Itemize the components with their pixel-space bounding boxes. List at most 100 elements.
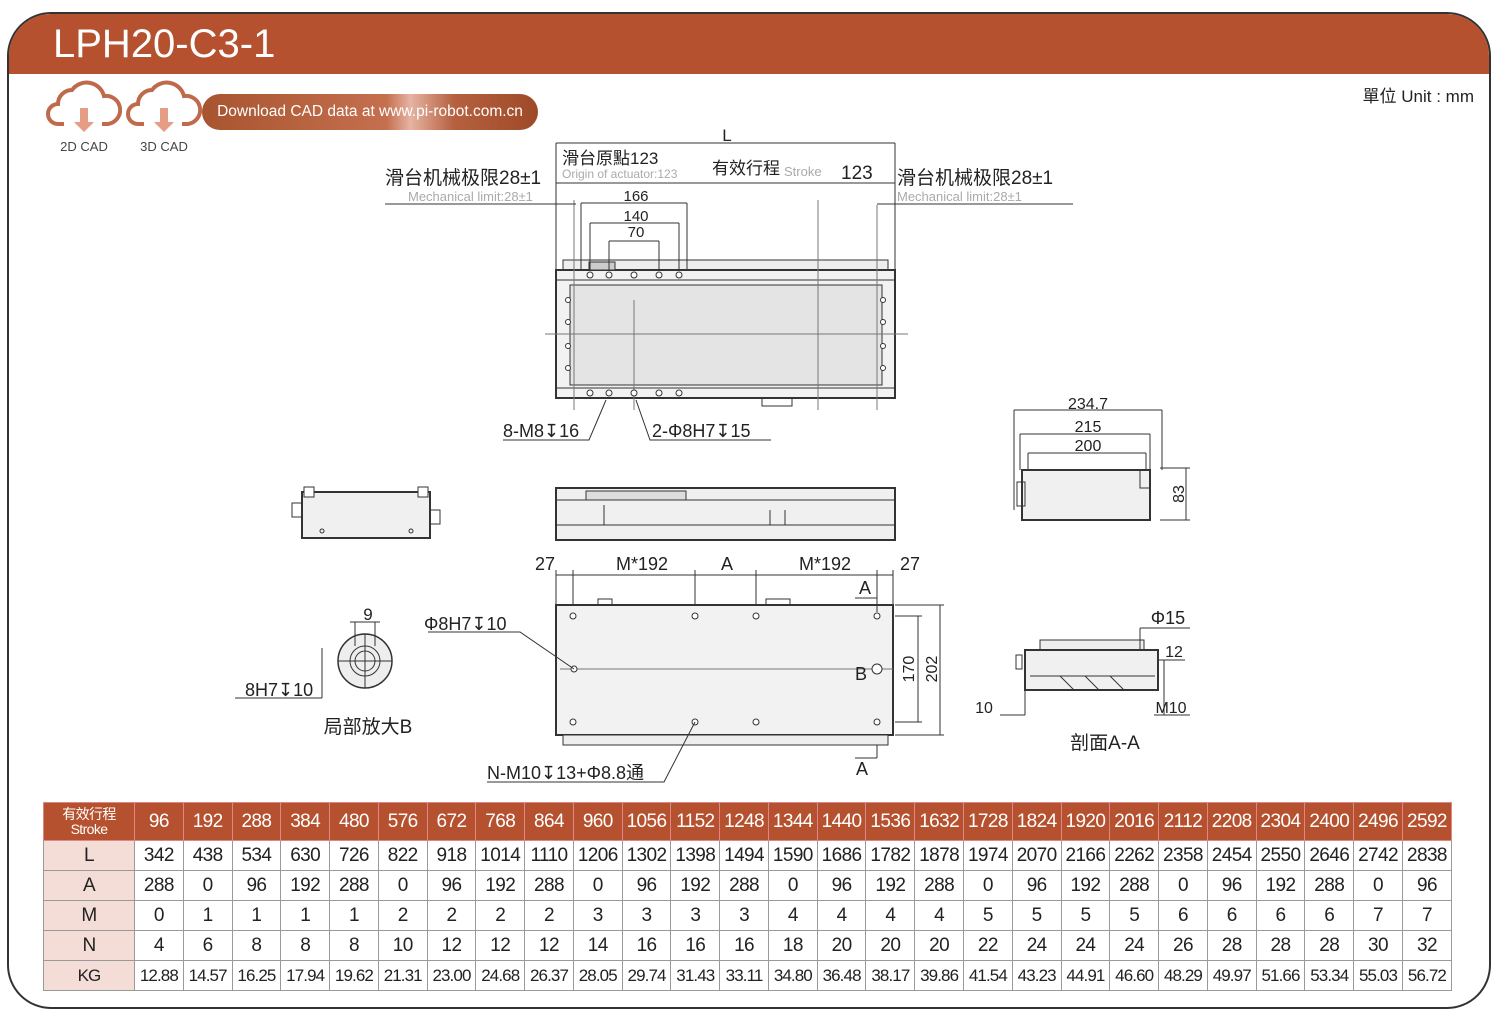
- table-cell: 3: [572, 900, 623, 931]
- table-cell: 2358: [1158, 840, 1208, 871]
- table-cell: 1: [182, 900, 233, 931]
- table-cell: 192: [865, 870, 916, 901]
- dim-166: 166: [623, 188, 648, 205]
- dim-70: 70: [628, 224, 645, 241]
- stroke-cell: 480: [329, 802, 379, 841]
- table-cell: 1014: [475, 840, 526, 871]
- mech-limit-left-en: Mechanical limit:28±1: [408, 189, 533, 204]
- table-cell: 288: [719, 870, 769, 901]
- table-cell: 34.80: [767, 960, 818, 991]
- technical-drawing: L 滑台原點123 Origin of actuator:123 有效行程 St…: [235, 126, 1190, 783]
- dim-phi15: Φ15: [1151, 608, 1185, 628]
- table-cell: 192: [280, 870, 331, 901]
- table-cell: 18: [767, 930, 818, 961]
- cad-3d-button[interactable]: 3D CAD: [126, 78, 203, 154]
- table-cell: 14.57: [182, 960, 233, 991]
- table-cell: 0: [963, 870, 1013, 901]
- table-cell: 288: [914, 870, 965, 901]
- dim-215: 215: [1075, 419, 1102, 436]
- row-label: M: [43, 900, 135, 931]
- stroke-cell: 768: [475, 802, 526, 841]
- table-cell: 29.74: [621, 960, 672, 991]
- row-label: A: [43, 870, 135, 901]
- table-cell: 918: [426, 840, 477, 871]
- stroke-cell: 96: [134, 802, 184, 841]
- dim-27-left: 27: [535, 554, 555, 574]
- stroke-cell: 1056: [621, 802, 672, 841]
- table-cell: 2: [475, 900, 526, 931]
- table-cell: 1590: [767, 840, 818, 871]
- stroke-cell: 1920: [1060, 802, 1111, 841]
- table-cell: 8: [280, 930, 331, 961]
- table-cell: 288: [329, 870, 379, 901]
- dim-m192-right: M*192: [799, 554, 851, 574]
- table-cell: 12: [475, 930, 526, 961]
- table-cell: 1398: [670, 840, 721, 871]
- table-cell: 23.00: [426, 960, 477, 991]
- table-cell: 26.37: [524, 960, 574, 991]
- table-cell: 12: [524, 930, 574, 961]
- section-mark-bottom: A: [856, 759, 868, 779]
- table-cell: 16: [719, 930, 769, 961]
- download-cad-link[interactable]: Download CAD data at www.pi-robot.com.cn: [202, 94, 538, 130]
- table-cell: 192: [670, 870, 721, 901]
- table-cell: 3: [719, 900, 769, 931]
- table-cell: 2262: [1109, 840, 1160, 871]
- table-cell: 1974: [963, 840, 1013, 871]
- table-cell: 2550: [1255, 840, 1306, 871]
- stroke-cell: 2400: [1304, 802, 1355, 841]
- table-cell: 7: [1353, 900, 1403, 931]
- stroke-header-cn: 有效行程: [62, 805, 116, 822]
- row-label: KG: [43, 960, 135, 991]
- table-cell: 192: [1255, 870, 1306, 901]
- callout-m8: 8-M8↧16: [503, 421, 579, 441]
- mech-limit-left: 滑台机械极限28±1: [385, 167, 541, 189]
- cloud-download-icon: [126, 80, 203, 132]
- table-cell: 288: [524, 870, 574, 901]
- table-cell: 30: [1353, 930, 1403, 961]
- table-cell: 5: [1011, 900, 1062, 931]
- table-cell: 1878: [914, 840, 965, 871]
- table-cell: 49.97: [1206, 960, 1257, 991]
- cad-3d-label: 3D CAD: [140, 139, 188, 154]
- table-cell: 20: [816, 930, 867, 961]
- bottom-view: [428, 570, 944, 783]
- stroke-cell: 2112: [1158, 802, 1208, 841]
- table-cell: 17.94: [280, 960, 331, 991]
- table-cell: 1: [329, 900, 379, 931]
- row-label: L: [43, 840, 135, 871]
- stroke-cell: 1536: [865, 802, 916, 841]
- detail-b: [235, 621, 393, 699]
- dim-200: 200: [1075, 438, 1102, 455]
- table-cell: 41.54: [963, 960, 1013, 991]
- page-title: LPH20-C3-1: [53, 22, 276, 66]
- table-cell: 0: [767, 870, 818, 901]
- table-cell: 2454: [1206, 840, 1257, 871]
- dim-202: 202: [924, 656, 941, 683]
- stroke-cell: 2016: [1109, 802, 1160, 841]
- stroke-cell: 1440: [816, 802, 867, 841]
- cad-2d-button[interactable]: 2D CAD: [46, 78, 123, 154]
- stroke-cell: 1632: [914, 802, 965, 841]
- table-cell: 14: [572, 930, 623, 961]
- dim-123: 123: [841, 163, 873, 184]
- detail-b-title: 局部放大B: [324, 716, 413, 738]
- table-cell: 12.88: [134, 960, 184, 991]
- origin-label: 滑台原點123: [562, 149, 658, 168]
- table-cell: 53.34: [1304, 960, 1355, 991]
- section-mark-top: A: [859, 578, 871, 598]
- table-cell: 0: [134, 900, 184, 931]
- table-cell: 6: [182, 930, 233, 961]
- table-cell: 1110: [524, 840, 574, 871]
- table-cell: 55.03: [1353, 960, 1403, 991]
- mech-limit-right: 滑台机械极限28±1: [897, 167, 1053, 189]
- stroke-cell: 384: [280, 802, 331, 841]
- stroke-cell: 1728: [963, 802, 1013, 841]
- table-cell: 0: [377, 870, 428, 901]
- table-cell: 8: [231, 930, 282, 961]
- callout-phi8h7: Φ8H7↧10: [424, 614, 507, 634]
- table-cell: 6: [1255, 900, 1306, 931]
